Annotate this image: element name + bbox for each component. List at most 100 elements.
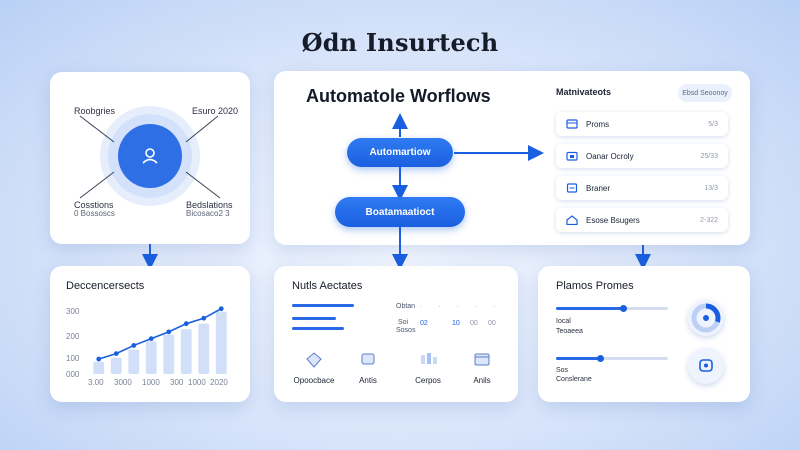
automation-button[interactable]: Automartiow (347, 138, 453, 167)
workflow-arrows (392, 113, 544, 245)
stat-value: 00 (488, 320, 496, 327)
x-tick: 1000 (142, 378, 160, 387)
list-item-value: 25/33 (700, 152, 718, 160)
window-icon[interactable] (474, 352, 490, 368)
chart-title: Deccencersects (66, 280, 145, 292)
device-icon (699, 359, 713, 372)
donut-chart (691, 303, 721, 333)
list-item-name: Proms (586, 119, 610, 129)
profile-card: Roobgries Esuro 2020 Cosstions 0 Bossosc… (50, 72, 250, 244)
document-icon (566, 183, 578, 193)
stat-value: 10 (452, 320, 460, 327)
stat-label: Obtan (396, 303, 416, 310)
list-item-value: 13/3 (704, 184, 718, 192)
chart-point (96, 356, 102, 362)
stat-value: 00 (470, 320, 478, 327)
chart-card: Deccencersects 300 200 100 000 3.00 3000… (50, 266, 250, 402)
chart-bar (93, 361, 105, 374)
list-item-name: Oanar Ocroly (586, 151, 634, 161)
label-top-left: Roobgries (74, 106, 116, 116)
label-top-right: Esuro 2020 (192, 106, 239, 116)
chart-bar (128, 349, 140, 374)
slider-1[interactable] (556, 305, 668, 312)
slider-1-label: Iocal (556, 318, 571, 325)
donut-center (703, 315, 709, 321)
list-item[interactable]: Oanar Ocroly 25/33 (556, 144, 728, 168)
list-item-value: 2-322 (700, 216, 718, 224)
list-item[interactable]: Esose Bsugers 2-322 (556, 208, 728, 232)
slider-2-knob[interactable] (597, 355, 605, 362)
features-card: Nutls Aectates Obtan · · · · · Soi Sosos… (274, 266, 518, 402)
user-icon (142, 148, 158, 164)
chart-bar (163, 334, 175, 374)
settings-badge[interactable] (688, 348, 724, 384)
x-tick: 3.00 (88, 378, 104, 387)
label-bottom-left-sub: 0 Bossoscs (74, 209, 115, 218)
donut-fill (691, 303, 721, 333)
chart-line (98, 308, 222, 360)
chart-point (131, 343, 137, 348)
label-bottom-left: Cosstions (74, 200, 114, 210)
bar-line-chart (93, 306, 227, 374)
chart-point (218, 306, 224, 312)
progress-line (292, 304, 354, 307)
apps-icon[interactable] (420, 352, 438, 368)
label-bottom-right-sub: Bicosaco2 3 (186, 209, 230, 218)
side-panel-button[interactable]: Ebsd Seoonoy (678, 84, 732, 102)
card-icon (566, 119, 578, 129)
chart-bar (215, 311, 227, 374)
feature-label: Antis (359, 376, 377, 385)
list-item[interactable]: Proms 5/3 (556, 112, 728, 136)
feature-label: Cerpos (415, 376, 441, 385)
y-tick: 300 (66, 307, 80, 316)
stat-label: Sosos (396, 327, 416, 334)
plans-card: Plamos Promes Iocal Teoaeea Sos Conslera… (538, 266, 750, 402)
donut-gauge (688, 300, 724, 336)
chart-point (166, 329, 172, 335)
diamond-icon[interactable] (306, 352, 322, 368)
slider-2-fill (556, 357, 601, 360)
home-icon (566, 215, 578, 225)
x-tick: 300 (170, 378, 184, 387)
label-bottom-right: Bedslations (186, 200, 233, 210)
chart-bar (180, 329, 192, 374)
side-panel-title: Matnivateots (556, 87, 612, 97)
chart-bar (110, 357, 122, 374)
workflow-title: Automatole Worflows (306, 86, 491, 106)
slider-2-label: Sos (556, 367, 569, 374)
stat-label: Soi (398, 319, 409, 326)
list-item[interactable]: Braner 13/3 (556, 176, 728, 200)
chart-point (183, 321, 189, 327)
automation-action-button[interactable]: Boatamaatioct (335, 197, 465, 227)
feature-label: Opoocbace (293, 376, 335, 385)
slider-2-sublabel: Conslerane (556, 376, 592, 383)
x-tick: 2020 (210, 378, 228, 387)
x-tick: 3000 (114, 378, 132, 387)
profile-diagram (79, 106, 221, 206)
y-tick: 200 (66, 332, 80, 341)
slider-1-fill (556, 307, 624, 310)
list-item-name: Esose Bsugers (586, 215, 640, 225)
slider-1-sublabel: Teoaeea (556, 328, 583, 335)
chart-bar (198, 323, 210, 374)
progress-line (292, 317, 336, 320)
plans-title: Plamos Promes (556, 280, 634, 292)
y-tick: 000 (66, 370, 80, 379)
y-tick: 100 (66, 354, 80, 363)
chart-point (113, 351, 119, 356)
page-title: Ødn Insurtech (301, 28, 499, 57)
chart-bar (145, 341, 157, 374)
features-title: Nutls Aectates (292, 280, 363, 292)
x-tick: 1000 (188, 378, 206, 387)
calendar-icon (566, 151, 578, 161)
slider-2[interactable] (556, 355, 668, 362)
chart-point (148, 336, 154, 342)
stat-dots: · · · · · (420, 303, 503, 310)
slider-1-knob[interactable] (619, 305, 627, 312)
list-item-value: 5/3 (708, 120, 718, 128)
progress-line (292, 327, 344, 330)
chat-icon[interactable] (360, 352, 376, 368)
workflow-card: Automatole Worflows Automartiow Boatamaa… (274, 71, 750, 245)
stat-value: 02 (420, 320, 428, 327)
